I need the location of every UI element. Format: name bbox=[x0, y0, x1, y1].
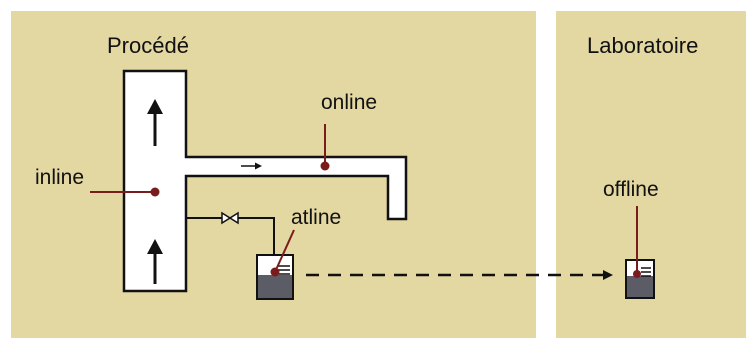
pipe-outline bbox=[122, 69, 408, 293]
offline-marker bbox=[633, 206, 641, 278]
inline-label: inline bbox=[35, 166, 85, 189]
flow-arrow-right-icon bbox=[241, 162, 262, 170]
process-title: Procédé bbox=[107, 33, 189, 58]
flow-arrow-up-icon bbox=[147, 99, 163, 146]
flow-arrow-up-icon bbox=[147, 239, 163, 284]
laboratory-title: Laboratoire bbox=[587, 33, 699, 58]
online-label: online bbox=[321, 91, 378, 114]
atline-marker bbox=[270, 229, 295, 277]
atline-beaker-icon bbox=[256, 254, 294, 300]
valve-icon bbox=[221, 211, 239, 225]
sampling-line bbox=[186, 217, 275, 262]
offline-beaker-icon bbox=[625, 259, 655, 299]
inline-marker bbox=[90, 187, 160, 197]
atline-label: atline bbox=[291, 206, 342, 229]
online-marker bbox=[320, 124, 330, 171]
offline-label: offline bbox=[603, 178, 659, 201]
